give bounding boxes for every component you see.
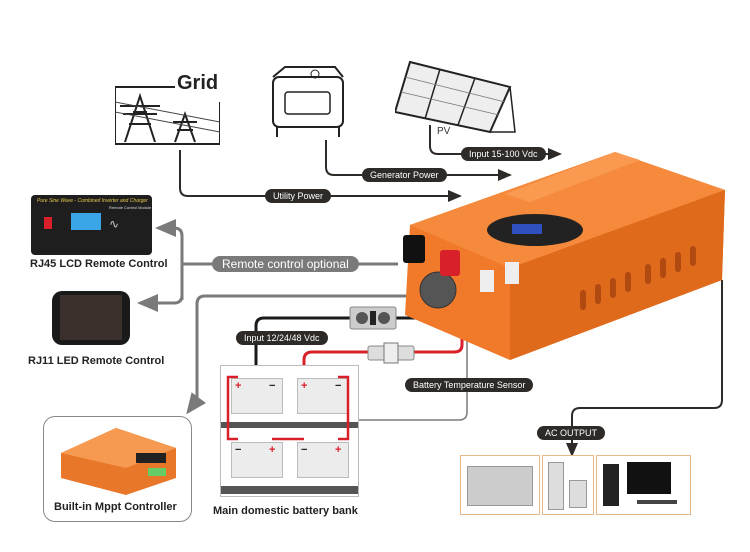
battery-input-label: Input 12/24/48 Vdc bbox=[236, 331, 328, 345]
keyboard-icon bbox=[637, 500, 677, 504]
rj45-panel-subtitle: Remote Control Module bbox=[109, 205, 152, 210]
pv-input-wire bbox=[429, 125, 562, 160]
rj45-panel-title: Pure Sine Wave - Combined Inverter and C… bbox=[37, 198, 148, 204]
utility-power-wire bbox=[179, 150, 462, 202]
battery-cell bbox=[297, 378, 349, 414]
breaker-1 bbox=[480, 270, 494, 292]
battery-interconnect-wires bbox=[226, 375, 350, 441]
mppt-controller-icon bbox=[61, 428, 176, 495]
rj11-remote-label: RJ11 LED Remote Control bbox=[28, 355, 165, 367]
inverter-charger-unit bbox=[403, 152, 725, 360]
computer-tower-icon bbox=[603, 464, 619, 506]
battery-cell bbox=[297, 442, 349, 478]
load-desktop-computer bbox=[596, 455, 691, 515]
battery-cell bbox=[231, 442, 283, 478]
generator-power-label: Generator Power bbox=[362, 168, 447, 182]
ac-output-wire bbox=[566, 280, 723, 457]
lcd-screen bbox=[71, 213, 101, 230]
temperature-sensor-wire bbox=[328, 316, 468, 421]
breaker-2 bbox=[505, 262, 519, 284]
utility-power-label: Utility Power bbox=[265, 189, 332, 203]
battery-shelf bbox=[221, 486, 358, 494]
battery-temperature-sensor-label: Battery Temperature Sensor bbox=[405, 378, 534, 392]
grid-label: Grid bbox=[177, 72, 219, 94]
control-panel-display bbox=[487, 214, 583, 246]
rj11-wire bbox=[137, 264, 184, 312]
plus-sign: + bbox=[269, 444, 276, 456]
plus-sign: + bbox=[301, 380, 308, 392]
sine-wave-icon: ∿ bbox=[109, 217, 120, 231]
mppt-wire bbox=[186, 294, 408, 415]
plus-sign: + bbox=[335, 444, 342, 456]
generator-power-wire bbox=[325, 140, 512, 181]
ac-outdoor-unit-icon bbox=[569, 480, 587, 508]
generator-icon bbox=[272, 66, 344, 137]
negative-terminal-cover bbox=[403, 235, 425, 263]
negative-fuse-icon bbox=[349, 306, 397, 330]
led-panel bbox=[60, 295, 122, 340]
battery-bank: + − + − − + − + bbox=[220, 365, 359, 497]
air-conditioner-icon bbox=[548, 462, 564, 510]
rj45-remote-panel: Pure Sine Wave - Combined Inverter and C… bbox=[31, 195, 152, 255]
ac-output-label: AC OUTPUT bbox=[537, 426, 606, 440]
battery-cell bbox=[231, 378, 283, 414]
minus-sign: − bbox=[335, 380, 342, 392]
load-air-conditioner bbox=[542, 455, 594, 515]
minus-sign: − bbox=[269, 380, 276, 392]
minus-sign: − bbox=[301, 444, 308, 456]
pv-input-label: Input 15-100 Vdc bbox=[461, 147, 546, 161]
positive-terminal-cover bbox=[440, 250, 460, 276]
minus-sign: − bbox=[235, 444, 242, 456]
positive-fuse-icon bbox=[367, 342, 415, 364]
solar-panel-icon bbox=[395, 60, 516, 134]
load-switchgear-cabinet bbox=[460, 455, 540, 515]
rj11-remote-panel bbox=[52, 291, 130, 345]
monitor-icon bbox=[627, 462, 671, 494]
fan-icon bbox=[419, 271, 457, 309]
power-switch-icon bbox=[44, 217, 52, 229]
transmission-tower-icon bbox=[115, 86, 220, 145]
vent-holes bbox=[580, 246, 696, 310]
rj45-wire bbox=[155, 219, 184, 300]
rj45-remote-label: RJ45 LCD Remote Control bbox=[30, 258, 168, 270]
mppt-controller-box: Built-in Mppt Controller bbox=[43, 416, 192, 522]
switchgear-cabinet-icon bbox=[467, 466, 533, 506]
remote-control-optional-label: Remote control optional bbox=[212, 256, 359, 272]
plus-sign: + bbox=[235, 380, 242, 392]
pv-label: PV bbox=[437, 126, 451, 137]
mppt-controller-label: Built-in Mppt Controller bbox=[54, 501, 177, 513]
battery-bank-label: Main domestic battery bank bbox=[213, 505, 358, 517]
battery-shelf bbox=[221, 422, 358, 428]
